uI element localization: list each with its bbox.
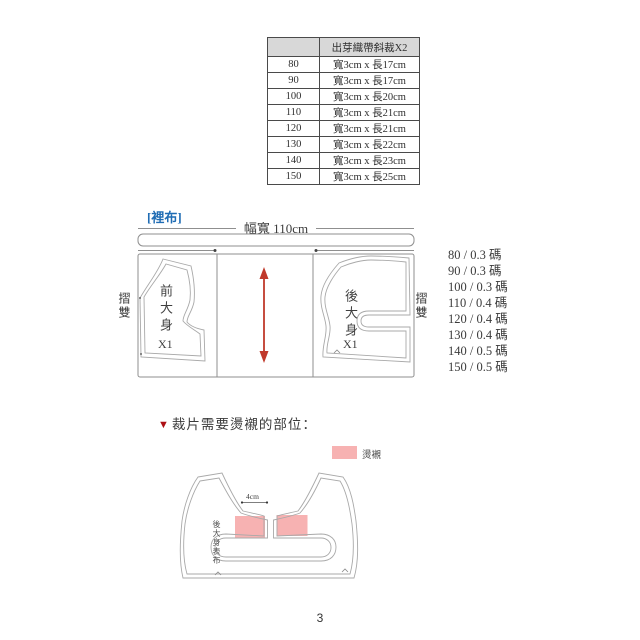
back-piece-name: 後大身 [343,289,358,340]
back-outer-piece-outline [179,472,359,579]
grainline-arrow [259,267,269,363]
front-piece-qty: X1 [158,337,173,351]
fold-marker-dot [314,249,318,252]
spec-cell: 寬3cm x 長25cm [319,168,420,185]
page-number: 3 [316,611,324,625]
spec-cell: 寬3cm x 長21cm [319,120,420,137]
notch-dot [139,297,141,299]
yardage-item: 100 / 0.3 碼 [448,280,508,294]
yardage-item: 110 / 0.4 碼 [448,296,508,310]
dimension-label: 4cm [246,492,259,501]
size-cell: 130 [267,136,320,153]
yardage-item: 130 / 0.4 碼 [448,328,508,342]
table-header-spec: 出芽織帶斜裁X2 [319,37,420,57]
notch-dot [140,353,142,355]
spec-cell: 寬3cm x 長22cm [319,136,420,153]
interfacing-heading-text: 裁片需要燙襯的部位： [171,417,317,432]
yardage-item: 140 / 0.5 碼 [448,344,508,358]
selvedge-bar [137,233,415,247]
table-header-row: 出芽織帶斜裁X2 [267,37,420,57]
interfacing-dimension: 4cm [240,492,269,504]
interfacing-legend-swatch [332,446,357,459]
interfacing-patch-right [276,515,308,536]
size-cell: 140 [267,152,320,169]
fold-label-left: 摺雙 [117,292,131,320]
interfacing-placement-diagram: 4cm [179,472,359,579]
fabric-width-label: 幅寬 110cm [244,222,308,236]
lining-fabric-label: [裡布] [147,210,182,225]
spec-cell: 寬3cm x 長17cm [319,72,420,89]
notch-mark [341,568,349,573]
yardage-item: 150 / 0.5 碼 [448,360,508,374]
interfacing-section-heading: ▼裁片需要燙襯的部位： [158,413,317,433]
size-cell: 110 [267,104,320,121]
spec-cell: 寬3cm x 長23cm [319,152,420,169]
back-outer-piece-label: 後大身表布 [212,520,221,565]
size-cell: 120 [267,120,320,137]
back-piece-qty: X1 [343,337,358,351]
notch-mark [214,571,222,576]
size-cell: 80 [267,56,320,73]
yardage-item: 90 / 0.3 碼 [448,264,502,278]
bullet-triangle-icon: ▼ [158,419,170,431]
table-header-size [267,37,320,57]
interfacing-legend-label: 燙襯 [362,451,382,461]
fold-label-right: 摺雙 [414,292,428,320]
front-bodice-piece-outline [139,258,206,362]
front-piece-name: 前大身 [158,284,173,335]
lining-layout-diagram: 幅寬 110cm [137,222,415,378]
notch-mark [333,349,341,354]
yardage-item: 120 / 0.4 碼 [448,312,508,326]
spec-cell: 寬3cm x 長20cm [319,88,420,105]
interfacing-patches [235,515,308,538]
yardage-list: 80 / 0.3 碼 90 / 0.3 碼 100 / 0.3 碼 110 / … [448,247,508,375]
fabric-outline [137,253,415,378]
fold-marker-dot [213,249,217,252]
interfacing-patch-left [235,516,265,538]
size-cell: 100 [267,88,320,105]
back-bodice-piece-outline [320,255,411,363]
spec-cell: 寬3cm x 長21cm [319,104,420,121]
fabric-width-dimension: 幅寬 110cm [137,222,415,252]
yardage-item: 80 / 0.3 碼 [448,248,502,262]
size-cell: 150 [267,168,320,185]
size-cell: 90 [267,72,320,89]
spec-cell: 寬3cm x 長17cm [319,56,420,73]
